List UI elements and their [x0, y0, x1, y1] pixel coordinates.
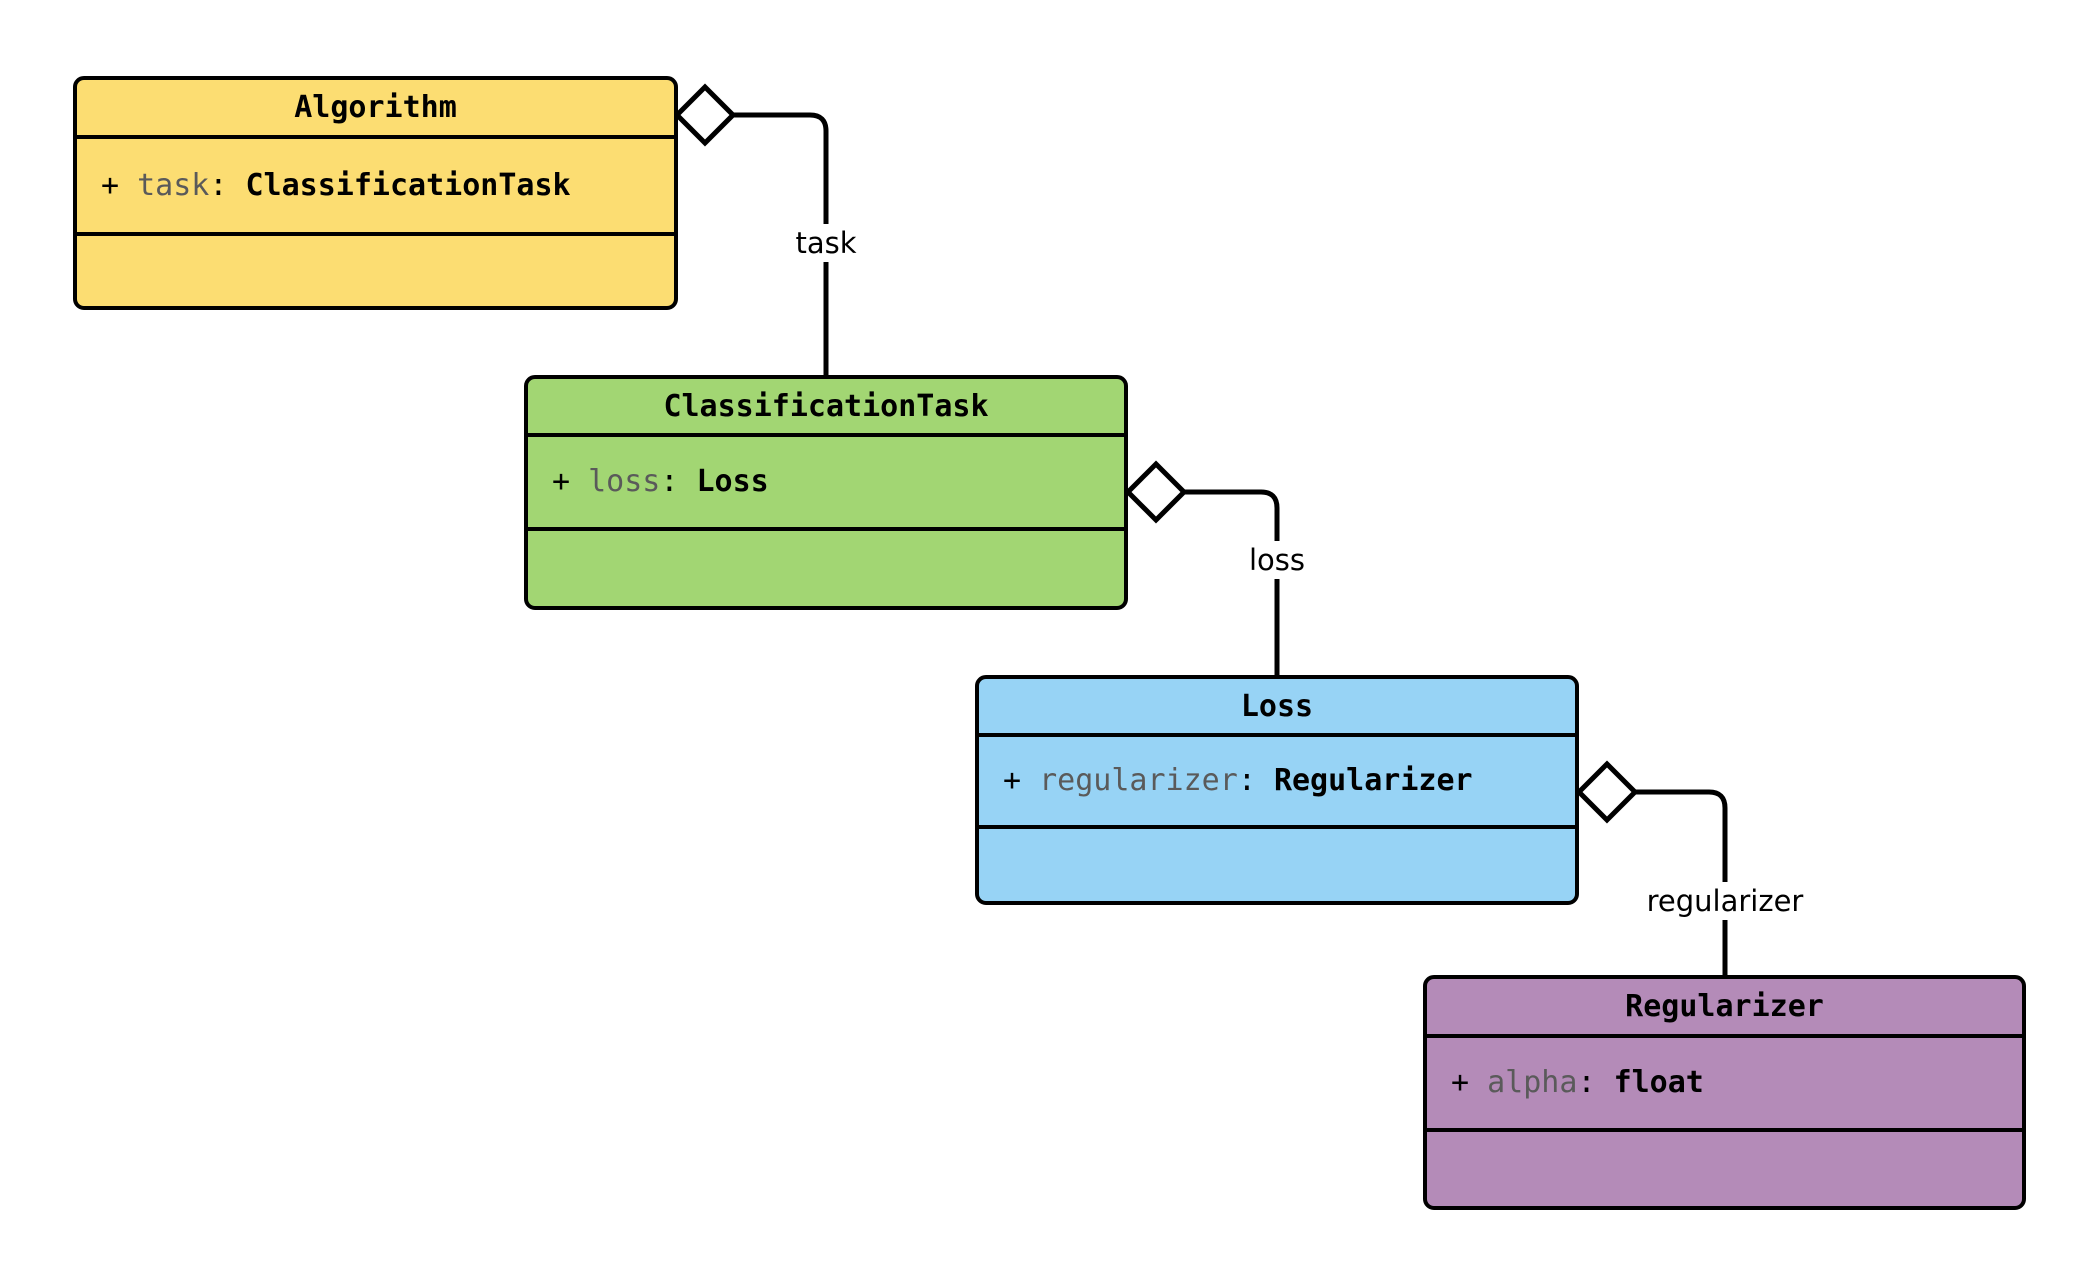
- attribute-type: ClassificationTask: [245, 167, 571, 203]
- class-operations-compartment-algorithm: [77, 236, 674, 306]
- attribute-separator: :: [660, 464, 679, 499]
- edge-path-regularizer: [1635, 789, 1728, 975]
- class-title-compartment-loss: Loss: [979, 679, 1575, 737]
- attribute-type: Regularizer: [1273, 763, 1473, 798]
- class-name-classification-task: ClassificationTask: [663, 388, 989, 424]
- aggregation-edge-loss-regularizer: [1575, 760, 1728, 975]
- aggregation-edge-algorithm-task: [673, 83, 829, 375]
- attribute-row-loss-regularizer: + regularizer: Regularizer: [1003, 766, 1473, 796]
- uml-class-algorithm[interactable]: Algorithm + task: ClassificationTask: [73, 76, 678, 310]
- aggregation-diamond-regularizer: [1575, 760, 1639, 824]
- attribute-name: alpha: [1487, 1065, 1578, 1100]
- aggregation-edge-task-loss: [1124, 460, 1280, 675]
- attribute-visibility: +: [552, 464, 571, 499]
- attribute-name: regularizer: [1039, 763, 1238, 798]
- attribute-row-algorithm-task: + task: ClassificationTask: [101, 167, 571, 203]
- attribute-name: task: [137, 167, 210, 203]
- class-title-compartment-classification-task: ClassificationTask: [528, 379, 1124, 437]
- attribute-separator: :: [1577, 1065, 1596, 1100]
- attribute-visibility: +: [1003, 763, 1022, 798]
- aggregation-diamond-loss: [1124, 460, 1188, 524]
- attribute-row-regularizer-alpha: + alpha: float: [1451, 1068, 1704, 1098]
- class-attributes-compartment-algorithm: + task: ClassificationTask: [77, 139, 674, 236]
- attribute-visibility: +: [101, 167, 120, 203]
- class-operations-compartment-regularizer: [1427, 1132, 2022, 1206]
- edge-path-task: [733, 112, 829, 375]
- aggregation-diamond-task: [673, 83, 737, 147]
- class-name-regularizer: Regularizer: [1625, 989, 1824, 1024]
- attribute-separator: :: [1237, 763, 1256, 798]
- class-title-compartment-regularizer: Regularizer: [1427, 979, 2022, 1038]
- edge-label-regularizer: regularizer: [1641, 882, 1809, 920]
- class-operations-compartment-loss: [979, 829, 1575, 901]
- uml-class-regularizer[interactable]: Regularizer + alpha: float: [1423, 975, 2026, 1210]
- class-name-loss: Loss: [1240, 688, 1314, 724]
- attribute-row-classification-task-loss: + loss: Loss: [552, 467, 769, 497]
- attribute-type: Loss: [696, 464, 769, 499]
- edge-label-loss: loss: [1243, 541, 1311, 579]
- attribute-type: float: [1613, 1065, 1704, 1100]
- attribute-visibility: +: [1451, 1065, 1470, 1100]
- class-operations-compartment-classification-task: [528, 531, 1124, 606]
- attribute-separator: :: [209, 167, 228, 203]
- class-attributes-compartment-classification-task: + loss: Loss: [528, 437, 1124, 531]
- class-title-compartment-algorithm: Algorithm: [77, 80, 674, 139]
- edge-path-loss: [1184, 489, 1280, 675]
- uml-class-loss[interactable]: Loss + regularizer: Regularizer: [975, 675, 1579, 905]
- edge-label-task: task: [790, 224, 862, 262]
- uml-class-classification-task[interactable]: ClassificationTask + loss: Loss: [524, 375, 1128, 610]
- class-attributes-compartment-loss: + regularizer: Regularizer: [979, 737, 1575, 829]
- class-name-algorithm: Algorithm: [294, 90, 457, 125]
- attribute-name: loss: [588, 464, 661, 499]
- class-attributes-compartment-regularizer: + alpha: float: [1427, 1038, 2022, 1132]
